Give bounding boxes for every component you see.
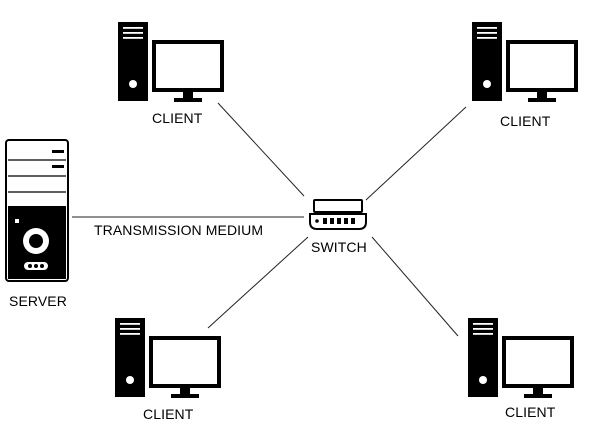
switch-icon [309, 199, 367, 230]
client-top-left-icon [118, 22, 224, 102]
client-bottom-right-label: CLIENT [505, 404, 556, 420]
connection-lines [72, 102, 467, 337]
link-top-left [217, 102, 305, 197]
client-bottom-left-label: CLIENT [143, 406, 194, 422]
client-top-right-label: CLIENT [500, 113, 551, 129]
transmission-medium-label: TRANSMISSION MEDIUM [94, 222, 264, 238]
link-bottom-right [371, 236, 459, 337]
switch-label: SWITCH [311, 239, 367, 255]
client-top-left-label: CLIENT [152, 110, 203, 126]
client-bottom-left-icon [115, 318, 221, 398]
client-bottom-right-icon [468, 318, 574, 398]
client-top-right-icon [472, 22, 578, 102]
server-icon [5, 139, 69, 282]
link-top-right [365, 106, 467, 201]
link-bottom-left [207, 236, 309, 329]
server-label: SERVER [9, 293, 67, 309]
